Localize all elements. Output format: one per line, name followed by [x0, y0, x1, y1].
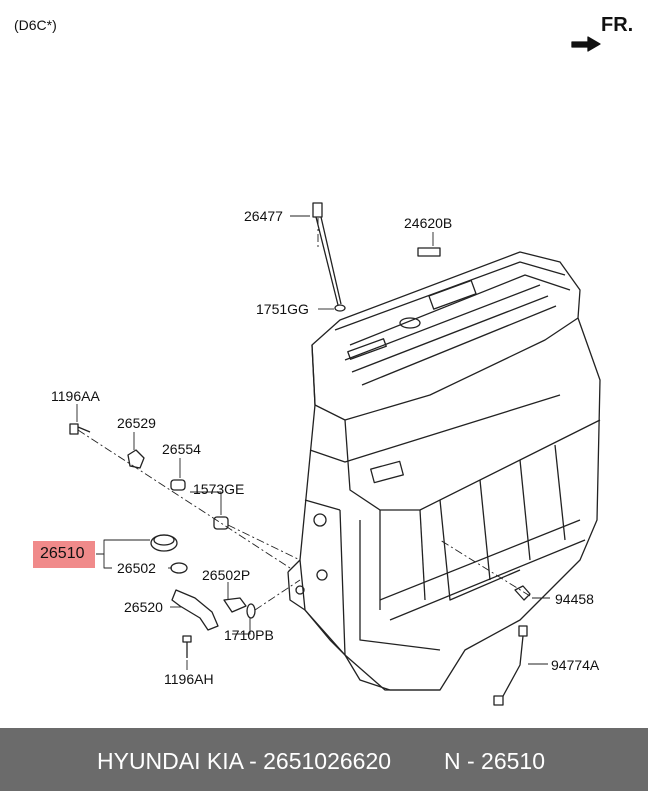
filler-tube-icon — [171, 589, 219, 631]
part-label-94458[interactable]: 94458 — [555, 591, 594, 607]
parts-diagram: (D6C*) FR. 26477 24620B 1751GG 1196AA 26… — [14, 14, 634, 706]
part-label-26477[interactable]: 26477 — [244, 208, 283, 224]
part-label-24620b[interactable]: 24620B — [404, 215, 453, 231]
part-label-26529[interactable]: 26529 — [117, 415, 156, 431]
part-label-26554[interactable]: 26554 — [162, 441, 201, 457]
front-direction-label: FR. — [601, 14, 634, 36]
footer-reference: N - 26510 — [444, 748, 546, 774]
part-label-1196aa[interactable]: 1196AA — [51, 388, 100, 404]
part-label-94774a[interactable]: 94774A — [551, 657, 600, 673]
bolt-1196ah-icon — [182, 635, 192, 658]
footer-bar: HYUNDAI KIA - 2651026620 N - 26510 — [0, 728, 648, 791]
engine-drawing — [69, 36, 601, 706]
part-label-1710pb[interactable]: 1710PB — [224, 627, 274, 643]
sensor-icon — [493, 625, 528, 706]
plug-1573ge-icon — [213, 516, 229, 530]
part-label-26502p[interactable]: 26502P — [202, 567, 251, 583]
highlighted-part-26510[interactable]: 26510 — [33, 541, 95, 568]
oil-filler-cap-icon — [150, 534, 178, 552]
engine-block-icon — [287, 251, 601, 691]
front-arrow-icon — [571, 36, 601, 52]
bracket-icon — [127, 449, 145, 469]
fitting-icon — [514, 585, 531, 601]
part-label-1751gg[interactable]: 1751GG — [256, 301, 309, 317]
part-label-26502[interactable]: 26502 — [117, 560, 156, 576]
o-ring-icon — [170, 562, 188, 574]
label-plate-icon — [417, 247, 441, 257]
part-label-1573ge[interactable]: 1573GE — [193, 481, 245, 497]
o-ring-1710pb-icon — [246, 603, 256, 619]
engine-code-label: (D6C*) — [14, 17, 57, 33]
bolt-1196aa-icon — [69, 423, 91, 435]
gasket-icon — [223, 597, 247, 613]
part-label-26520[interactable]: 26520 — [124, 599, 163, 615]
plug-26554-icon — [170, 479, 186, 491]
highlighted-part-label: 26510 — [40, 545, 85, 562]
part-label-1196ah[interactable]: 1196AH — [164, 671, 214, 687]
dipstick-icon — [312, 202, 346, 312]
footer-part-number: HYUNDAI KIA - 2651026620 — [97, 748, 392, 774]
